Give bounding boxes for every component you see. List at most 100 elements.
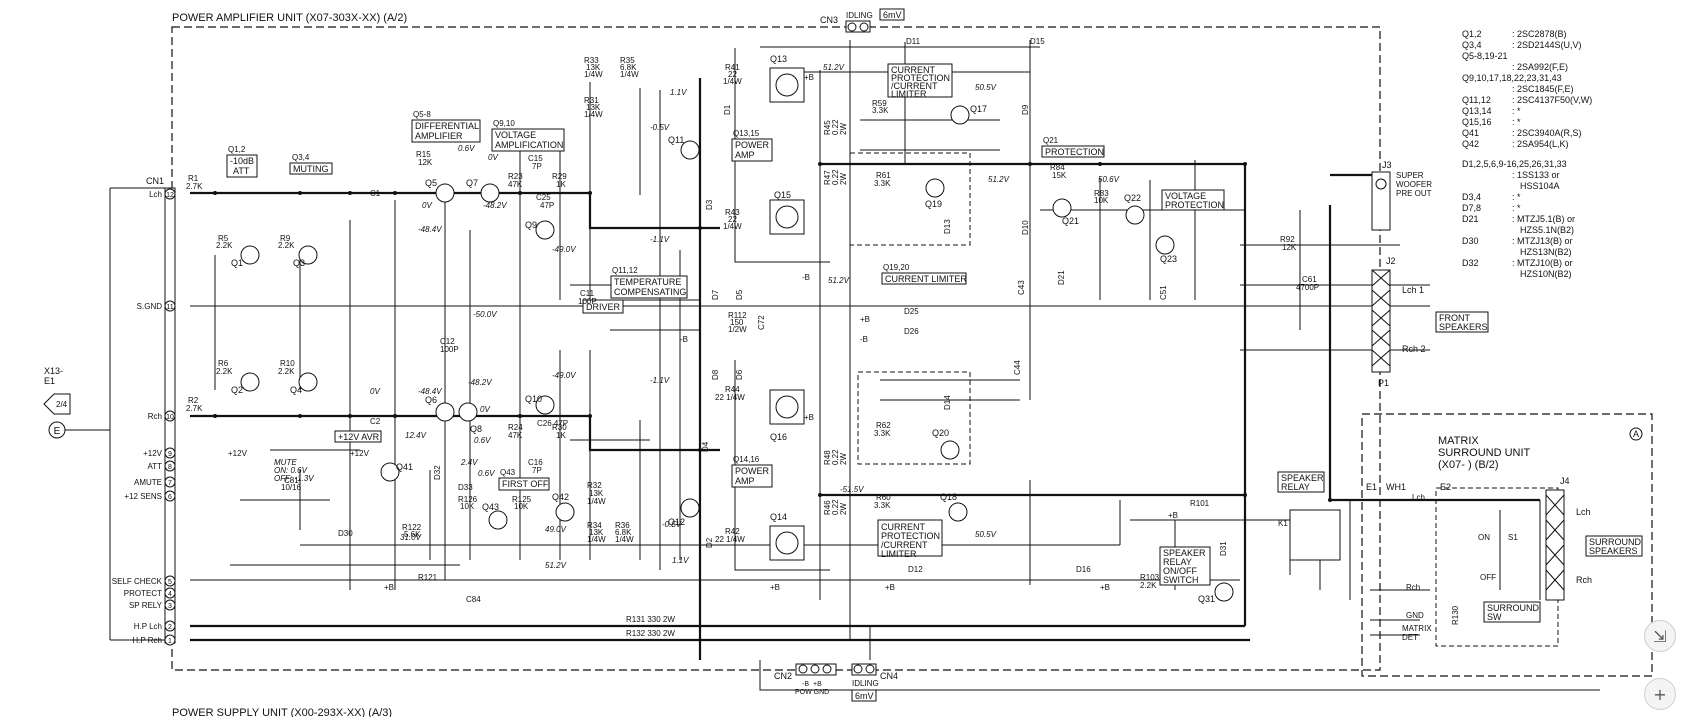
- svg-text:13K: 13K: [589, 528, 604, 537]
- svg-text:3.3K: 3.3K: [874, 179, 891, 188]
- transistor-q20: Q20: [932, 428, 960, 460]
- svg-text:1/4W: 1/4W: [584, 110, 603, 119]
- svg-text:HZS10N(B2): HZS10N(B2): [1520, 269, 1572, 279]
- block-super-woofer: SUPER WOOFER PRE OUT: [1396, 171, 1432, 198]
- svg-text:D30: D30: [1462, 236, 1479, 246]
- svg-text:10K: 10K: [460, 502, 475, 511]
- svg-text:-1.1V: -1.1V: [650, 376, 670, 385]
- parts-list: Q1,2: 2SC2878(B) Q3,4: 2SD2144S(U,V) Q5-…: [1462, 29, 1592, 279]
- svg-text:50.5V: 50.5V: [975, 83, 997, 92]
- svg-text:Q19: Q19: [925, 199, 942, 209]
- svg-text:S1: S1: [1508, 533, 1518, 542]
- svg-text:2.4V: 2.4V: [460, 458, 478, 467]
- svg-text:10/16: 10/16: [281, 483, 302, 492]
- svg-text:22 1/4W: 22 1/4W: [715, 535, 745, 544]
- svg-text:HSS104A: HSS104A: [1520, 181, 1560, 191]
- svg-text:SPEAKER: SPEAKER: [1281, 473, 1324, 483]
- svg-text:-48.4V: -48.4V: [418, 387, 442, 396]
- transistor-q22: Q22: [1124, 193, 1145, 225]
- svg-text:+12 SENS: +12 SENS: [124, 492, 162, 501]
- svg-text:R130: R130: [1451, 605, 1460, 625]
- cn1-pin-12-sens: +12 SENS 6: [124, 490, 176, 502]
- svg-text:Q15,16: Q15,16: [1462, 117, 1492, 127]
- svg-text:CURRENT: CURRENT: [881, 522, 926, 532]
- svg-text:D7,8: D7,8: [1462, 203, 1481, 213]
- svg-text:2.2K: 2.2K: [278, 367, 295, 376]
- svg-text:: *: : *: [1512, 192, 1521, 202]
- svg-text:D1: D1: [723, 104, 732, 115]
- svg-text:POW GND: POW GND: [795, 689, 829, 696]
- svg-text:SURROUND UNIT: SURROUND UNIT: [1438, 447, 1531, 459]
- svg-text:Rch: Rch: [1406, 583, 1420, 592]
- j3-connector: J3: [1371, 160, 1392, 231]
- block-voltage-amplification: Q9,10 VOLTAGE AMPLIFICATION: [491, 119, 565, 152]
- svg-text:Q11,12: Q11,12: [612, 266, 638, 275]
- svg-text:SURROUND: SURROUND: [1589, 537, 1642, 547]
- svg-text:1/4W: 1/4W: [723, 77, 742, 86]
- transistor-q19: Q19: [925, 178, 945, 209]
- block-current-protection-bottom: CURRENT PROTECTION /CURRENT LIMITER: [877, 519, 943, 559]
- svg-text:6.8K: 6.8K: [615, 528, 632, 537]
- j2-connector: J2 Lch 1 Rch 2 P1: [1371, 256, 1426, 388]
- svg-text:-10dB: -10dB: [230, 156, 254, 166]
- svg-text:Q21: Q21: [1062, 216, 1079, 226]
- svg-text:CURRENT LIMITER: CURRENT LIMITER: [885, 274, 967, 284]
- parts-list-row: : 1SS133 or: [1512, 170, 1560, 180]
- svg-text:1.1V: 1.1V: [670, 88, 687, 97]
- block-protection: Q21 PROTECTION: [1041, 136, 1105, 158]
- svg-text:Q14: Q14: [770, 512, 787, 522]
- svg-text:49.0V: 49.0V: [545, 525, 567, 534]
- transistor-q4: Q4: [290, 372, 318, 395]
- svg-text:R43: R43: [725, 208, 740, 217]
- parts-list-row: HSS104A: [1520, 181, 1560, 191]
- svg-text:Q1: Q1: [231, 258, 243, 268]
- svg-text:1K: 1K: [556, 180, 566, 189]
- svg-text:R42: R42: [725, 527, 740, 536]
- collapse-icon[interactable]: ⇲: [1644, 620, 1676, 652]
- svg-text:Q4: Q4: [290, 385, 302, 395]
- svg-text:H.P Rch: H.P Rch: [132, 636, 162, 645]
- svg-text:+B: +B: [804, 73, 814, 82]
- cn1-pin-self-check: SELF CHECK 5: [112, 575, 176, 587]
- svg-text:D14: D14: [943, 395, 952, 410]
- svg-text:C11: C11: [580, 289, 595, 298]
- svg-text:Q11: Q11: [668, 135, 684, 145]
- svg-text:D12: D12: [908, 565, 923, 574]
- zoom-in-icon[interactable]: +: [1644, 678, 1676, 710]
- svg-text:0V: 0V: [488, 153, 498, 162]
- svg-text:-B: -B: [802, 273, 810, 282]
- svg-text:CN3: CN3: [820, 15, 838, 25]
- transistor-q13: Q13: [769, 54, 805, 103]
- block-front-speakers: FRONT SPEAKERS: [1435, 311, 1489, 333]
- svg-text:D3: D3: [705, 199, 714, 210]
- cn1-connector: CN1 Lch 12 S.GND 11 Rch 10 +12V 9 ATT 8: [112, 176, 176, 646]
- svg-text:1/4W: 1/4W: [587, 497, 606, 506]
- svg-text:R1: R1: [188, 174, 199, 183]
- svg-text:-0.5V: -0.5V: [650, 123, 670, 132]
- svg-text:R24: R24: [508, 423, 523, 432]
- transistors: Q1 Q3 Q2 Q4 Q5 Q7 Q9 Q6 Q8 Q10 Q11 Q12 Q…: [231, 54, 1234, 604]
- block-att: Q1,2 -10dB ATT: [226, 145, 258, 178]
- matrix-unit-frame: [1361, 413, 1653, 677]
- svg-text:AMPLIFICATION: AMPLIFICATION: [495, 140, 563, 150]
- power-supply-unit-title: POWER SUPPLY UNIT (X00-293X-XX) (A/3): [172, 707, 392, 717]
- svg-text:Q43: Q43: [482, 502, 499, 512]
- svg-text:7P: 7P: [532, 162, 542, 171]
- svg-text:SP RELY: SP RELY: [129, 601, 163, 610]
- svg-text:Q21: Q21: [1043, 136, 1059, 145]
- cn1-pin-sp-rely: SP RELY 3: [129, 599, 176, 611]
- cn1-pin-amute: AMUTE 7: [134, 476, 176, 488]
- svg-text:R122: R122: [402, 523, 422, 532]
- parts-list-row: D1,2,5,6,9-16,25,26,31,33: [1462, 159, 1567, 169]
- svg-text:WOOFER: WOOFER: [1396, 180, 1432, 189]
- block-power-amp-top: Q13,15 POWER AMP: [731, 129, 773, 162]
- svg-text:Q5-8: Q5-8: [413, 110, 431, 119]
- svg-text:D32: D32: [1462, 258, 1479, 268]
- svg-text:Lch: Lch: [1412, 493, 1425, 502]
- svg-text:Q17: Q17: [970, 104, 987, 114]
- svg-text:Q41: Q41: [396, 462, 413, 472]
- resistor-vertical-labels: R45 0.22 2W R47 0.22 2W R48 0.22 2W R46 …: [823, 119, 1460, 625]
- svg-text:AMP: AMP: [735, 476, 755, 486]
- svg-text:R59: R59: [872, 99, 887, 108]
